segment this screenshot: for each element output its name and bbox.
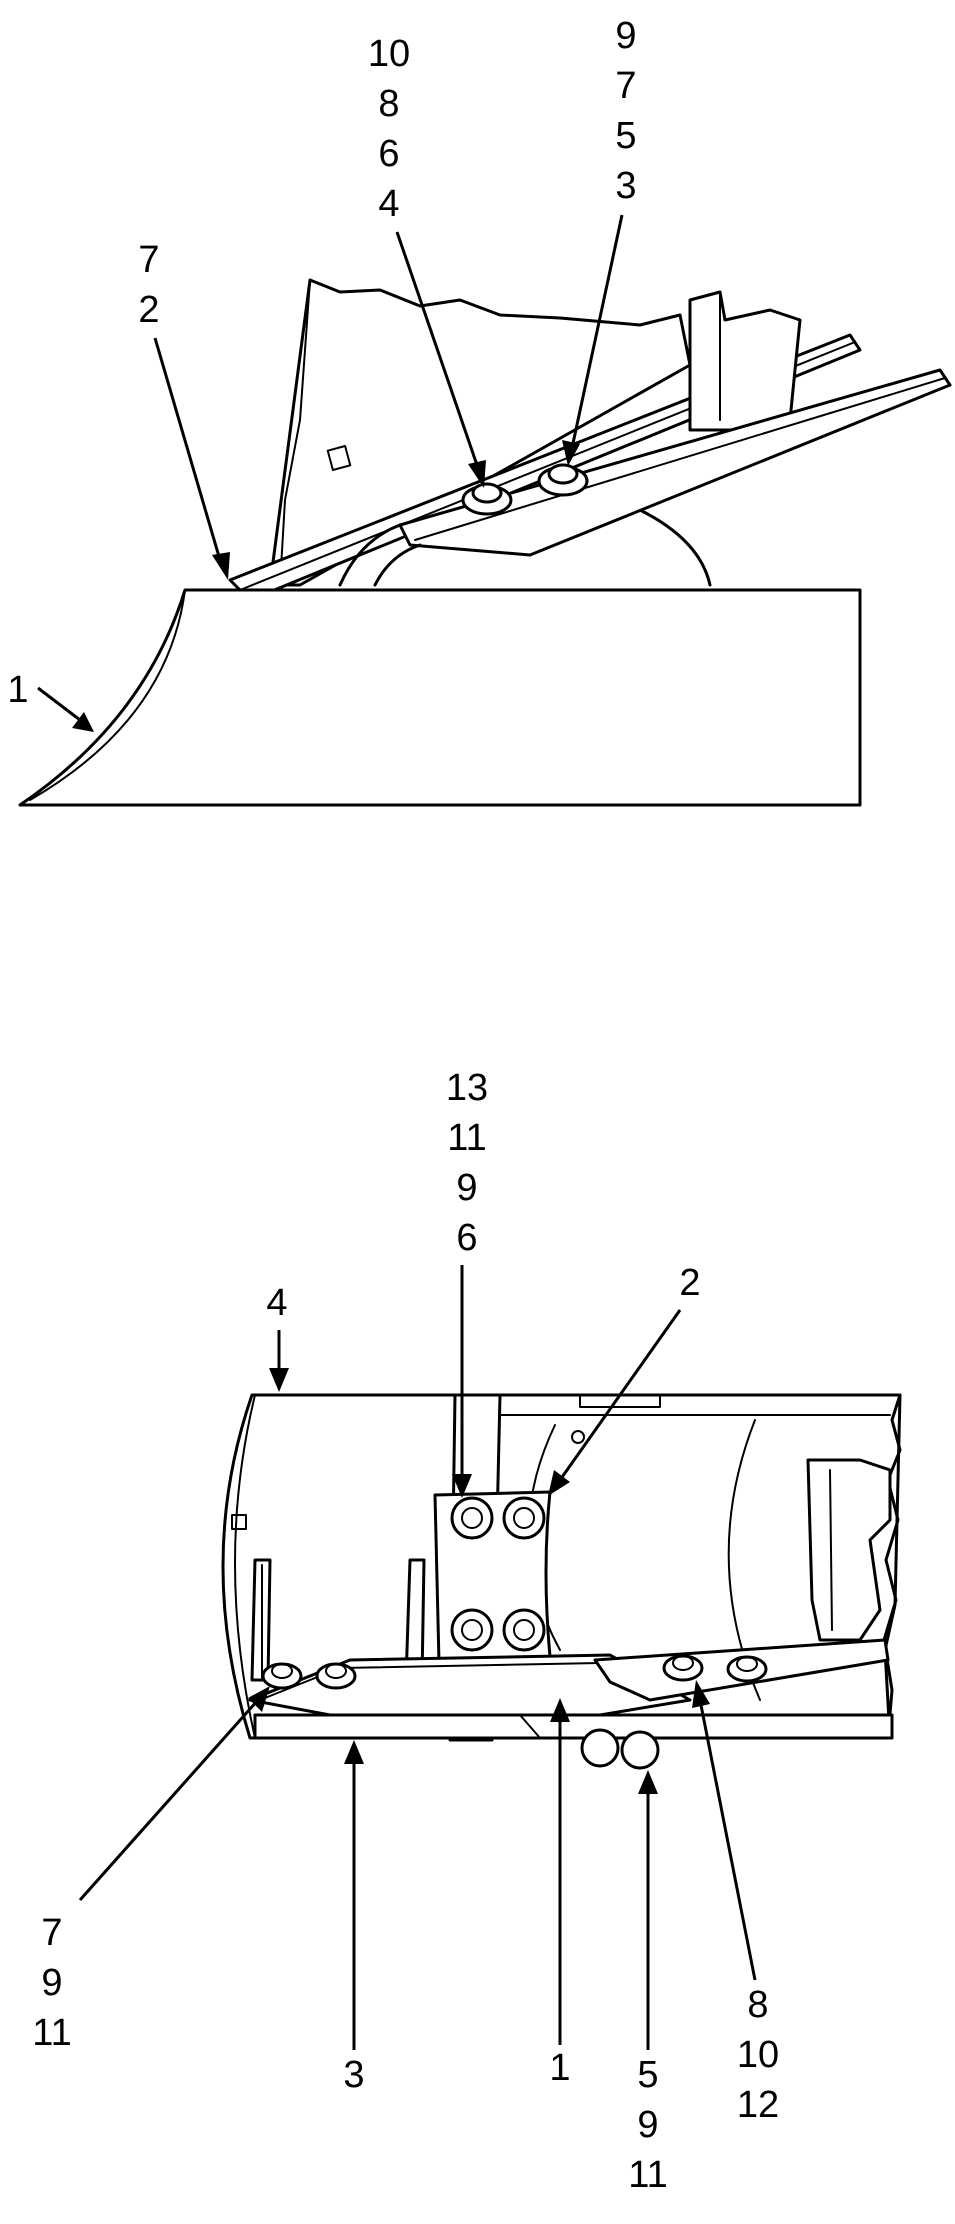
top-callout-bolt-b-1: 7 [615,65,636,107]
bottom-callout-top-0: 13 [446,1067,488,1109]
bottom-callout-right-2: 12 [737,2084,779,2126]
bottom-callout-right-1: 10 [737,2034,779,2076]
bottom-view: 13 11 9 6 2 4 7 9 11 3 1 5 9 11 8 10 12 [32,1067,902,2196]
top-callout-bolt-a-3: 4 [378,183,399,225]
right-bolt-2-icon [726,1655,768,1683]
bolt-a-icon [461,482,513,516]
bottom-callout-lower-1: 9 [637,2104,658,2146]
lower-bolt-1-icon [580,1728,620,1768]
lower-bolt-2-icon [620,1730,660,1770]
top-callout-bolt-b-2: 5 [615,115,636,157]
top-callout-left-0: 7 [138,239,159,281]
top-callout-bolt-b-3: 3 [615,165,636,207]
plate-bolt-br-icon [502,1608,546,1652]
bottom-callout-right-0: 8 [747,1984,768,2026]
top-callout-bolt-a-2: 6 [378,133,399,175]
bottom-callout-top-1: 11 [447,1117,486,1159]
left-bolt-2-icon [315,1662,357,1690]
top-callout-bolt-a-1: 8 [378,83,399,125]
bottom-callout-top-3: 6 [456,1217,477,1259]
bottom-callout-left-1: 9 [41,1962,62,2004]
bottom-callout-frame: 4 [266,1282,287,1324]
bottom-callout-wedge: 1 [549,2047,570,2089]
bottom-callout-left-0: 7 [41,1912,62,1954]
top-view: 7 2 10 8 6 4 9 7 5 3 1 [7,15,952,807]
top-callout-blade: 1 [7,669,28,711]
plate-bolt-tr-icon [502,1496,546,1540]
plate-bolt-bl-icon [450,1608,494,1652]
bottom-callout-lower-0: 5 [637,2054,658,2096]
bottom-callout-left-2: 11 [32,2012,71,2054]
top-callout-bolt-a-0: 10 [368,33,410,75]
bottom-callout-edge: 3 [343,2054,364,2096]
top-callout-bolt-b-0: 9 [615,15,636,57]
left-bolt-1-icon [261,1662,303,1690]
right-bolt-1-icon [662,1654,704,1682]
plate-bolt-tl-icon [450,1496,494,1540]
bolt-b-icon [537,463,589,497]
bottom-callout-plate: 2 [679,1262,700,1304]
bottom-callout-lower-2: 11 [628,2154,667,2196]
bottom-callout-top-2: 9 [456,1167,477,1209]
top-callout-left-1: 2 [138,289,159,331]
